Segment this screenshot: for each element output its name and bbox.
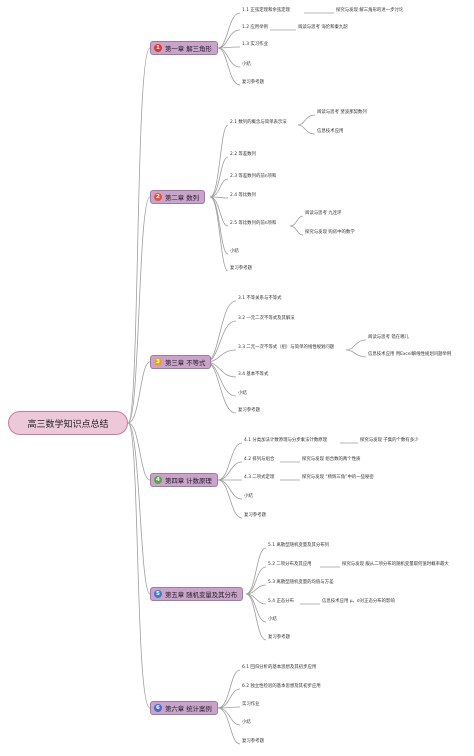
topic-4-3[interactable]: 4.3 二项式定理 [244, 475, 275, 480]
chapter-6-number-badge: 6 [154, 704, 162, 712]
chapter-1-review[interactable]: 复习参考题 [242, 80, 264, 85]
chapter-6-node[interactable]: 6 第六章 统计案例 [150, 701, 218, 715]
chapter-4-summary[interactable]: 小结 [244, 494, 253, 499]
chapter-6-review[interactable]: 复习参考题 [242, 739, 264, 744]
chapter-5-node[interactable]: 5 第五章 随机变量及其分布 [150, 587, 244, 601]
chapter-2-review[interactable]: 复习参考题 [230, 266, 252, 271]
chapter-5-summary[interactable]: 小结 [268, 617, 277, 622]
subtopic-2-5-explore[interactable]: 探究与发现 购房中的数学 [305, 230, 355, 235]
root-connector-5 [127, 422, 151, 595]
chapter-4-review[interactable]: 复习参考题 [244, 513, 266, 518]
root-connector-2 [127, 196, 151, 424]
chapter-5-title: 第五章 随机变量及其分布 [165, 590, 238, 599]
chapter-5-number-badge: 5 [154, 590, 162, 598]
subtopic-5-2-explore[interactable]: 探究与发现 服从二项分布的随机变量取何值时概率最大 [342, 562, 449, 567]
topic-2-1[interactable]: 2.1 数列的概念与简单表示法 [230, 120, 287, 125]
subtopic-5-4-it[interactable]: 信息技术应用 μ，σ对正态分布的影响 [322, 599, 395, 604]
topic-2-4[interactable]: 2.4 等比数列 [230, 193, 256, 198]
chapter-2-number-badge: 2 [154, 193, 162, 201]
subtopic-4-2-explore[interactable]: 探究与发现 组合数的两个性质 [302, 457, 361, 462]
chapter-3-title: 第三章 不等式 [165, 358, 206, 367]
chapter-3-summary[interactable]: 小结 [238, 391, 247, 396]
topic-3-2[interactable]: 3.2 一元二次不等式及其解法 [238, 316, 295, 321]
chapter-6-title: 第六章 统计案例 [165, 704, 212, 713]
subtopic-4-1-explore[interactable]: 探究与发现 子集的个数有多少 [360, 438, 419, 443]
chapter-6-practice[interactable]: 实习作业 [242, 702, 260, 707]
topic-5-4[interactable]: 5.4 正态分布 [268, 599, 294, 604]
subtopic-2-1-it[interactable]: 信息技术应用 [317, 129, 344, 134]
chapter-3-review[interactable]: 复习参考题 [238, 408, 260, 413]
chapter-1-title: 第一章 解三角形 [165, 44, 212, 53]
topic-5-2[interactable]: 5.2 二项分布及其应用 [268, 562, 312, 567]
chapter-1-number-badge: 1 [154, 44, 162, 52]
chapter-4-number-badge: 4 [154, 476, 162, 484]
chapter-2-title: 第二章 数列 [165, 193, 199, 202]
topic-1-3[interactable]: 1.3 实习作业 [242, 42, 268, 47]
subtopic-3-3-reading[interactable]: 阅读与思考 错在哪儿 [368, 335, 409, 340]
subtopic-1-1-explore[interactable]: 探究与发现 解三角形的进一步讨论 [336, 8, 404, 13]
topic-1-2[interactable]: 1.2 应用举例 [242, 25, 268, 30]
topic-1-1[interactable]: 1.1 正弦定理和余弦定理 [242, 8, 290, 13]
topic-5-1[interactable]: 5.1 离散型随机变量及其分布列 [268, 543, 330, 548]
topic-6-2[interactable]: 6.2 独立性检验的基本思想及其初步应用 [242, 684, 321, 689]
topic-2-3[interactable]: 2.3 等差数列的前n项和 [230, 174, 277, 179]
topic-4-2[interactable]: 4.2 排列与组合 [244, 457, 275, 462]
root-connector-6 [127, 422, 151, 709]
chapter-1-summary[interactable]: 小结 [242, 62, 251, 67]
chapter-5-review[interactable]: 复习参考题 [268, 635, 290, 640]
subtopic-2-5-reading[interactable]: 阅读与思考 九连环 [305, 211, 342, 216]
topic-5-3[interactable]: 5.3 离散型随机变量的均值与方差 [268, 580, 334, 585]
chapter-2-summary[interactable]: 小结 [230, 249, 239, 254]
root-title: 高三数学知识点总结 [27, 419, 109, 430]
chapter-6-summary[interactable]: 小结 [242, 720, 251, 725]
chapter-3-node[interactable]: 3 第三章 不等式 [150, 355, 212, 369]
chapter-4-node[interactable]: 4 第四章 计数原理 [150, 473, 218, 487]
root-node[interactable]: 高三数学知识点总结 [8, 411, 128, 435]
topic-2-2[interactable]: 2.2 等差数列 [230, 152, 256, 157]
subtopic-3-3-it[interactable]: 信息技术应用 用Excel解线性规划问题举例 [368, 352, 452, 357]
root-connector-4 [127, 422, 151, 481]
subtopic-2-1-reading[interactable]: 阅读与思考 斐波那契数列 [317, 110, 367, 115]
chapter-1-node[interactable]: 1 第一章 解三角形 [150, 41, 218, 55]
topic-4-1[interactable]: 4.1 分类加法计数原理与分步乘法计数原理 [244, 438, 328, 443]
topic-6-1[interactable]: 6.1 回归分析的基本思想及其初步应用 [242, 665, 317, 670]
topic-3-1[interactable]: 3.1 不等关系与不等式 [238, 296, 282, 301]
chapter-2-node[interactable]: 2 第二章 数列 [150, 190, 205, 204]
chapter-3-number-badge: 3 [154, 358, 162, 366]
root-connector-1 [127, 47, 151, 424]
root-connector-3 [127, 361, 151, 424]
chapter-4-title: 第四章 计数原理 [165, 476, 212, 485]
subtopic-4-3-explore[interactable]: 探究与发现 “杨辉三角”中的一些秘密 [302, 475, 374, 480]
topic-2-5[interactable]: 2.5 等比数列的前n项和 [230, 221, 277, 226]
subtopic-1-2-reading[interactable]: 阅读与思考 海伦和秦九韶 [298, 25, 348, 30]
topic-3-4[interactable]: 3.4 基本不等式 [238, 372, 269, 377]
topic-3-3[interactable]: 3.3 二元一次不等式（组）与简单的线性规划问题 [238, 345, 335, 350]
